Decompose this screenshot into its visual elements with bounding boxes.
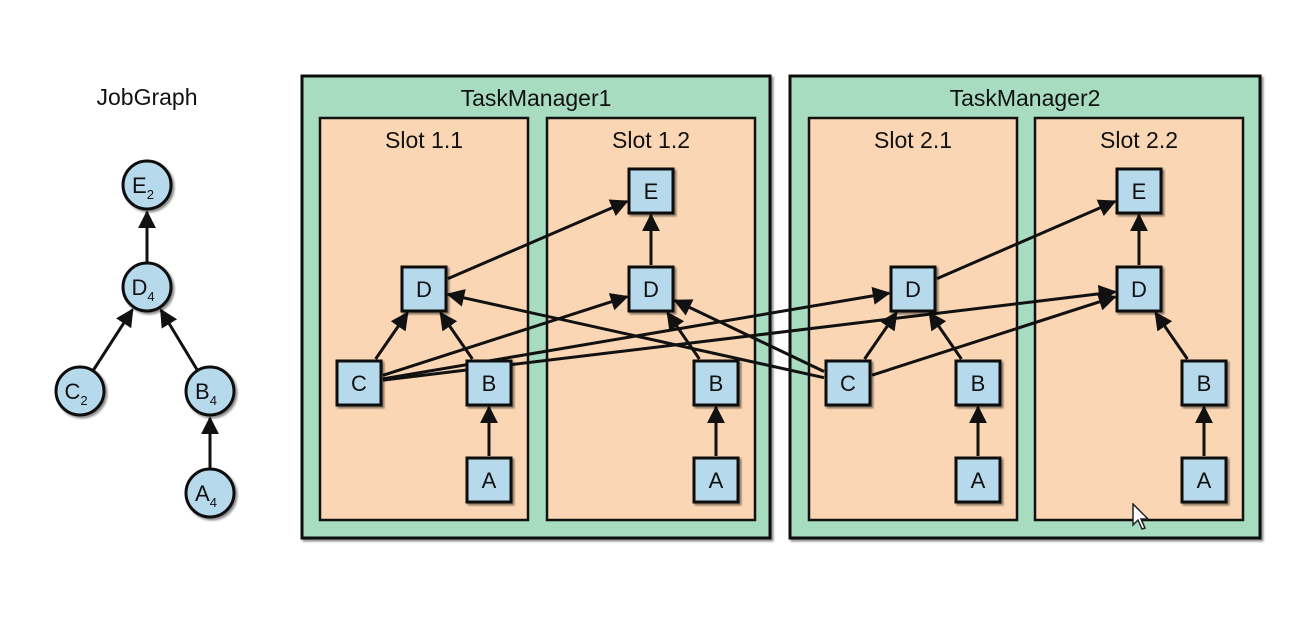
svg-text:B: B — [971, 371, 986, 396]
connection-s11-c-to-s12-d — [382, 293, 629, 377]
connection-s21-c-to-s11-d — [446, 289, 825, 380]
svg-text:E: E — [1132, 179, 1147, 204]
svg-text:A4: A4 — [195, 481, 217, 510]
jobgraph-node-c: C2 — [54, 365, 106, 417]
slot-1-1-title: Slot 1.1 — [385, 127, 463, 153]
svg-text:E: E — [644, 179, 659, 204]
svg-text:D: D — [1131, 277, 1147, 302]
connection-s21-d-to-s22-e — [936, 199, 1117, 280]
jobgraph-node-b: B4 — [184, 365, 236, 417]
connection-s21-c-to-s12-d — [673, 299, 825, 373]
taskmanager-1-title: TaskManager1 — [461, 85, 612, 111]
task-node-s21-b: B — [954, 359, 1002, 407]
svg-text:D: D — [416, 277, 432, 302]
taskmanager-2-title: TaskManager2 — [950, 85, 1101, 111]
jobgraph-title: JobGraph — [96, 84, 197, 110]
jobgraph-edge-c-d — [92, 308, 134, 371]
connection-s11-d-to-s12-e — [447, 199, 629, 280]
jobgraph-edge-b-d — [159, 308, 199, 371]
task-node-s22-b: B — [1180, 359, 1228, 407]
task-node-s22-a: A — [1180, 456, 1228, 504]
task-node-s21-c: C — [824, 359, 872, 407]
task-node-s11-a: A — [465, 456, 513, 504]
svg-text:D: D — [643, 277, 659, 302]
task-node-s12-d: D — [627, 265, 675, 313]
slot-1-2-title: Slot 1.2 — [612, 127, 690, 153]
slot-2-1-box — [807, 116, 1019, 522]
task-node-s21-a: A — [954, 456, 1002, 504]
jobgraph-node-a: A4 — [184, 467, 236, 519]
task-node-s22-e: E — [1115, 167, 1163, 215]
svg-text:E2: E2 — [132, 173, 154, 202]
slot-1-1-box — [318, 116, 530, 522]
task-node-s12-a: A — [692, 456, 740, 504]
connection-s11-c-to-s11-d — [374, 311, 409, 360]
task-nodes: D C B A E D B A D C B A E D B A — [335, 167, 1228, 504]
task-node-s22-d: D — [1115, 265, 1163, 313]
svg-text:C: C — [351, 371, 367, 396]
svg-text:C2: C2 — [64, 379, 87, 408]
svg-text:D4: D4 — [131, 275, 154, 304]
task-node-s21-d: D — [889, 265, 937, 313]
svg-text:B: B — [482, 371, 497, 396]
svg-text:B4: B4 — [195, 379, 217, 408]
svg-text:D: D — [905, 277, 921, 302]
task-node-s11-c: C — [335, 359, 383, 407]
connection-s21-c-to-s22-d — [871, 293, 1117, 377]
svg-text:A: A — [482, 468, 497, 493]
svg-text:B: B — [1197, 371, 1212, 396]
svg-text:A: A — [1197, 468, 1212, 493]
slot-2-2-title: Slot 2.2 — [1100, 127, 1178, 153]
task-node-s11-b: B — [465, 359, 513, 407]
svg-text:B: B — [709, 371, 724, 396]
connection-s22-b-to-s22-d — [1154, 311, 1189, 360]
task-node-s11-d: D — [400, 265, 448, 313]
jobgraph-node-e: E2 — [121, 159, 173, 211]
connection-s21-c-to-s21-d — [863, 311, 898, 360]
connection-s11-b-to-s11-d — [439, 311, 474, 360]
jobgraph-node-d: D4 — [121, 261, 173, 313]
svg-text:A: A — [971, 468, 986, 493]
svg-text:A: A — [709, 468, 724, 493]
slot-2-1-title: Slot 2.1 — [874, 127, 952, 153]
mouse-cursor-icon — [1132, 503, 1150, 530]
svg-text:C: C — [840, 371, 856, 396]
connection-s21-b-to-s21-d — [928, 311, 963, 360]
connection-s12-b-to-s12-d — [666, 311, 701, 360]
task-node-s12-e: E — [627, 167, 675, 215]
jobgraph-edges — [92, 210, 219, 468]
task-node-s12-b: B — [692, 359, 740, 407]
